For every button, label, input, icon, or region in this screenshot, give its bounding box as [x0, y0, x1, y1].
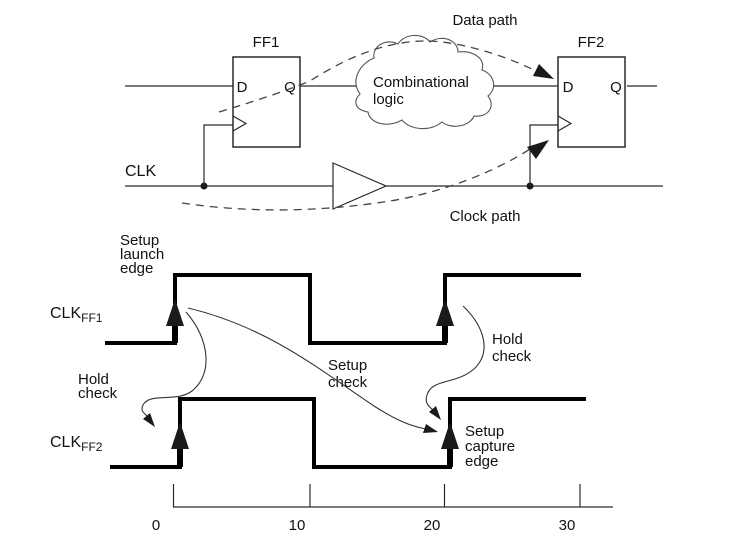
clk-ff2-main: CLK: [50, 434, 81, 451]
setup-capture-line2: capture: [465, 438, 515, 455]
ff1-q-pin-label: Q: [284, 79, 296, 96]
axis-tick-label-30: 30: [559, 517, 576, 534]
clk-label: CLK: [125, 163, 156, 180]
comb-logic-label-line2: logic: [373, 91, 404, 108]
clk-ff2-signal-label: CLKFF2: [50, 434, 103, 454]
ff2-first-edge-arrow-icon: [171, 422, 189, 449]
ff1-flipflop: FF1 D Q: [232, 34, 301, 148]
hold-check-right-line1: Hold: [492, 331, 523, 348]
ff1-clock-pin-icon: [232, 115, 248, 132]
ff2-flipflop: FF2 D Q: [557, 34, 626, 148]
cloud-outline: [355, 34, 495, 130]
hold-check-left-arrowhead-icon: [143, 413, 155, 427]
time-axis: 0 10 20 30: [152, 484, 613, 534]
rising-edge-arrows: [166, 299, 459, 467]
capture-edge-arrow-icon: [441, 422, 459, 449]
setup-check-arrowhead-icon: [423, 424, 438, 433]
ff1-second-edge-arrow-icon: [436, 299, 454, 326]
setup-launch-line2: launch: [120, 246, 164, 263]
ff2-clock-pin-icon: [557, 115, 573, 132]
clk-ff1-main: CLK: [50, 305, 81, 322]
clock-path-label: Clock path: [450, 208, 521, 225]
axis-tick-label-0: 0: [152, 517, 160, 534]
clk-ff2-sub: FF2: [81, 440, 103, 454]
setup-launch-line3: edge: [120, 260, 153, 277]
check-arrows: [141, 305, 485, 433]
ff2-box: [557, 56, 626, 148]
clock-path-curve: [181, 148, 531, 211]
hold-check-left-line2: check: [78, 385, 118, 402]
data-path-curve: [218, 40, 541, 113]
ff1-title: FF1: [253, 34, 280, 51]
hold-check-left-line1: Hold: [78, 371, 109, 388]
clk-ff1-sub: FF1: [81, 311, 103, 325]
clock-path-arrowhead-icon: [527, 140, 549, 159]
setup-launch-line1: Setup: [120, 232, 159, 249]
setup-check-line1: Setup: [328, 357, 367, 374]
data-path-arrowhead-icon: [533, 64, 554, 79]
setup-capture-line1: Setup: [465, 423, 504, 440]
data-path-label: Data path: [452, 12, 517, 29]
clock-network: CLK: [125, 124, 663, 210]
axis-tick-label-20: 20: [424, 517, 441, 534]
ff2-q-pin-label: Q: [610, 79, 622, 96]
clock-buffer-icon: [332, 162, 388, 210]
timing-diagram: CLKFF1 CLKFF2 Setup launch edge Hold che…: [50, 232, 613, 534]
ff2-d-pin-label: D: [563, 79, 574, 96]
axis-tick-label-10: 10: [289, 517, 306, 534]
hold-check-right-arrowhead-icon: [429, 406, 441, 420]
clock-path-annotation: Clock path: [181, 140, 549, 225]
setup-capture-line3: edge: [465, 453, 498, 470]
ff1-clock-stub-wire: [203, 124, 233, 186]
combinational-logic-cloud: Combinational logic: [355, 34, 495, 130]
setup-check-curve: [187, 307, 427, 430]
hold-check-right-curve: [425, 305, 485, 412]
hold-check-right-line2: check: [492, 348, 532, 365]
ff2-title: FF2: [578, 34, 605, 51]
ff1-box: [232, 56, 301, 148]
ff1-d-pin-label: D: [237, 79, 248, 96]
data-path-annotation: Data path: [218, 12, 554, 113]
hold-check-left-curve: [141, 311, 207, 417]
ff2-clock-stub-wire: [529, 124, 558, 186]
timing-annotations: Setup launch edge Hold check Setup check…: [78, 232, 532, 470]
circuit-schematic: FF1 D Q FF2 D Q Combinational logic CLK: [125, 12, 663, 225]
clk-ff1-signal-label: CLKFF1: [50, 305, 103, 325]
setup-check-line2: check: [328, 374, 368, 391]
launch-edge-arrow-icon: [166, 299, 184, 326]
comb-logic-label-line1: Combinational: [373, 74, 469, 91]
